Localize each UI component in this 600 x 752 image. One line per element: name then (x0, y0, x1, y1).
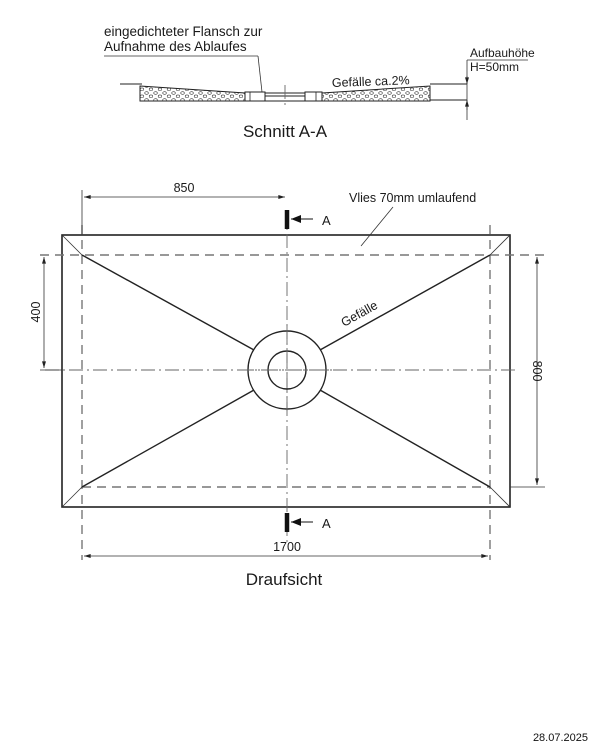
drain-flange-section (244, 85, 323, 106)
section-marker-bottom: A (284, 513, 331, 532)
slope-line-bl (81, 389, 255, 488)
top-view-title: Draufsicht (246, 570, 323, 589)
dimension-800-label: 800 (530, 361, 544, 382)
fleece-label: Vlies 70mm umlaufend (349, 191, 476, 205)
corner-miter-tr (489, 234, 511, 256)
slope-line-tr (319, 254, 491, 351)
dimension-1700: 1700 (84, 540, 488, 558)
flange-label-line1: eingedichteter Flansch zur (104, 24, 263, 39)
corner-miter-br (489, 486, 511, 508)
section-slope-label: Gefälle ca.2% (332, 73, 410, 90)
height-label-line2: H=50mm (470, 60, 519, 74)
fleece-leader-line (360, 206, 394, 247)
slope-line-br (319, 389, 491, 488)
dimension-400: 400 (29, 257, 62, 371)
dimension-800: 800 (510, 257, 545, 488)
flange-label-line2: Aufnahme des Ablaufes (104, 39, 247, 54)
dimension-850-label: 850 (174, 181, 195, 195)
top-view: Gefälle Vlies 70mm umlaufend A A 850 400 (29, 181, 545, 589)
section-view: eingedichteter Flansch zur Aufnahme des … (104, 24, 535, 141)
section-marker-top-label: A (322, 213, 331, 228)
section-marker-bottom-label: A (322, 516, 331, 531)
date-stamp: 28.07.2025 (532, 732, 588, 744)
flange-leader-line (257, 55, 263, 93)
gravel-layer-left (139, 85, 246, 102)
outer-outline (61, 234, 511, 508)
dimension-1700-label: 1700 (273, 540, 301, 554)
slope-line-tl (81, 254, 255, 351)
height-label-line1: Aufbauhöhe (470, 46, 535, 60)
corner-miter-bl (61, 486, 83, 508)
section-title: Schnitt A-A (243, 122, 328, 141)
slope-label: Gefälle (339, 298, 380, 329)
corner-miter-tl (61, 234, 83, 256)
dimension-850: 850 (81, 181, 285, 235)
section-marker-top: A (284, 210, 331, 229)
dimension-400-label: 400 (29, 302, 43, 323)
